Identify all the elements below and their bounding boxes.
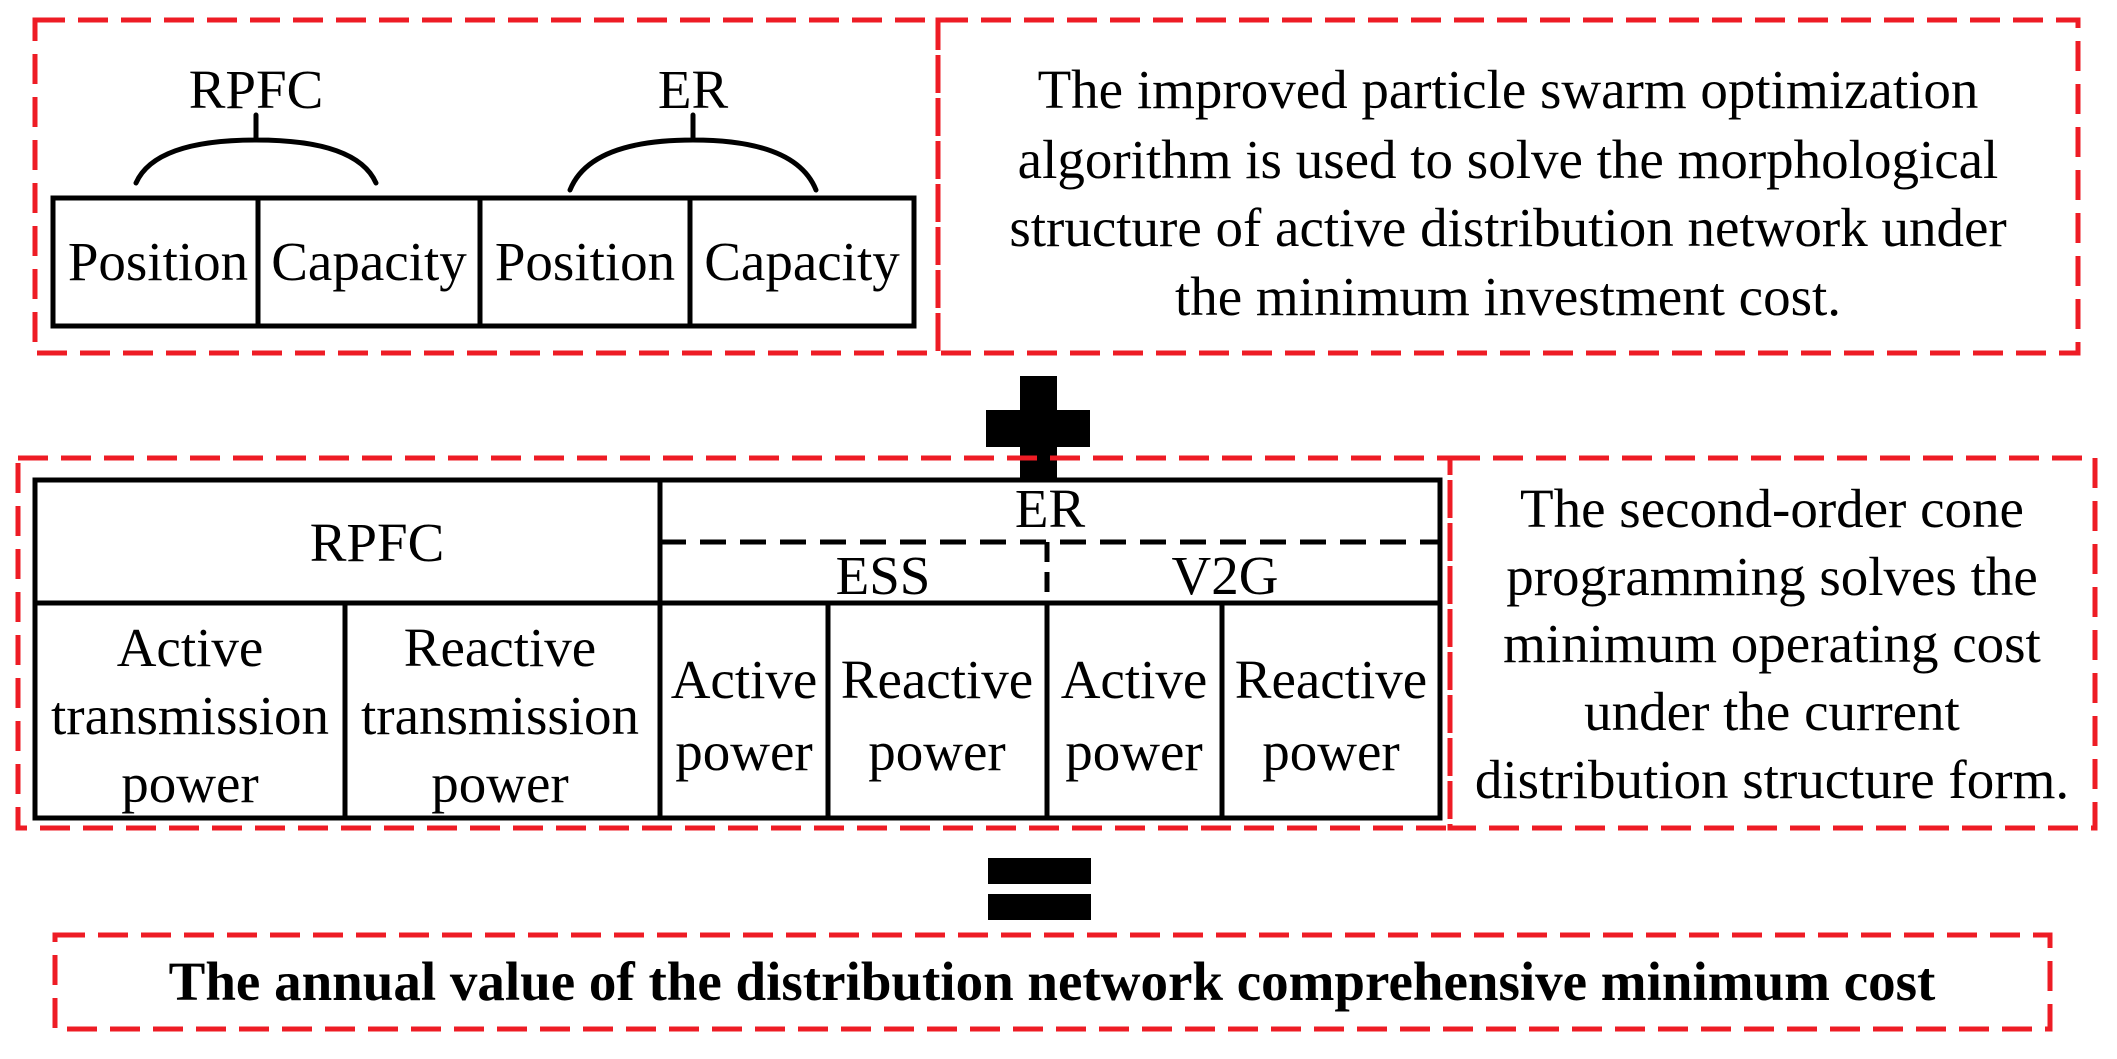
stage2-rpfc-reactive-cell: Reactive: [404, 617, 596, 678]
stage1-er-label: ER: [658, 59, 729, 120]
stage1-description-line: algorithm is used to solve the morpholog…: [1018, 129, 1999, 190]
equals-operator: =: [988, 858, 1091, 920]
stage1-er-position-cell: Position: [495, 231, 675, 292]
stage2-rpfc-label: RPFC: [310, 512, 445, 573]
stage1-description-line: The improved particle swarm optimization: [1038, 59, 1979, 120]
stage2-v2g-reactive-cell: Reactive: [1235, 649, 1427, 710]
stage2-description-line: under the current: [1584, 681, 1960, 742]
stage2-rpfc-active-cell: transmission: [51, 685, 329, 746]
stage2-rpfc-active-cell: power: [121, 753, 258, 814]
stage2-description-line: distribution structure form.: [1475, 749, 2069, 810]
stage1-er-brace: [567, 112, 819, 193]
stage2-ess-label: ESS: [836, 545, 931, 606]
stage2-left-dashed-box: [15, 455, 1453, 831]
stage2-er-label: ER: [1015, 478, 1086, 539]
stage1-right-dashed-box: [935, 17, 2081, 356]
stage2-right-dashed-box: [1447, 455, 2098, 831]
stage2-rpfc-active-cell: Active: [117, 617, 264, 678]
stage2-ess-reactive-cell: Reactive: [841, 649, 1033, 710]
stage1-description-line: the minimum investment cost.: [1175, 266, 1841, 327]
stage2-description-line: The second-order cone: [1520, 478, 2024, 539]
stage2-ess-active-cell: power: [675, 721, 812, 782]
stage1-left-dashed-box: [32, 17, 941, 356]
result-dashed-box: [52, 932, 2053, 1032]
stage2-v2g-active-cell: Active: [1061, 649, 1208, 710]
stage1-table: [50, 195, 917, 329]
stage2-v2g-reactive-cell: power: [1262, 721, 1399, 782]
stage1-description-line: structure of active distribution network…: [1009, 197, 2006, 258]
plus-operator: +: [986, 376, 1090, 481]
stage2-description-line: minimum operating cost: [1503, 613, 2041, 674]
stage2-rpfc-reactive-cell: transmission: [361, 685, 639, 746]
stage1-rpfc-capacity-cell: Capacity: [271, 231, 467, 292]
stage2-v2g-label: V2G: [1172, 545, 1279, 606]
stage2-description-line: programming solves the: [1506, 546, 2038, 607]
stage1-rpfc-brace: [133, 112, 379, 186]
result-text: The annual value of the distribution net…: [169, 951, 1936, 1012]
stage1-er-capacity-cell: Capacity: [704, 231, 900, 292]
stage2-rpfc-reactive-cell: power: [431, 753, 568, 814]
stage1-rpfc-label: RPFC: [189, 59, 324, 120]
stage2-ess-reactive-cell: power: [868, 721, 1005, 782]
stage2-v2g-active-cell: power: [1065, 721, 1202, 782]
stage2-ess-active-cell: Active: [671, 649, 818, 710]
stage1-rpfc-position-cell: Position: [68, 231, 248, 292]
stage2-table: [32, 477, 1443, 821]
